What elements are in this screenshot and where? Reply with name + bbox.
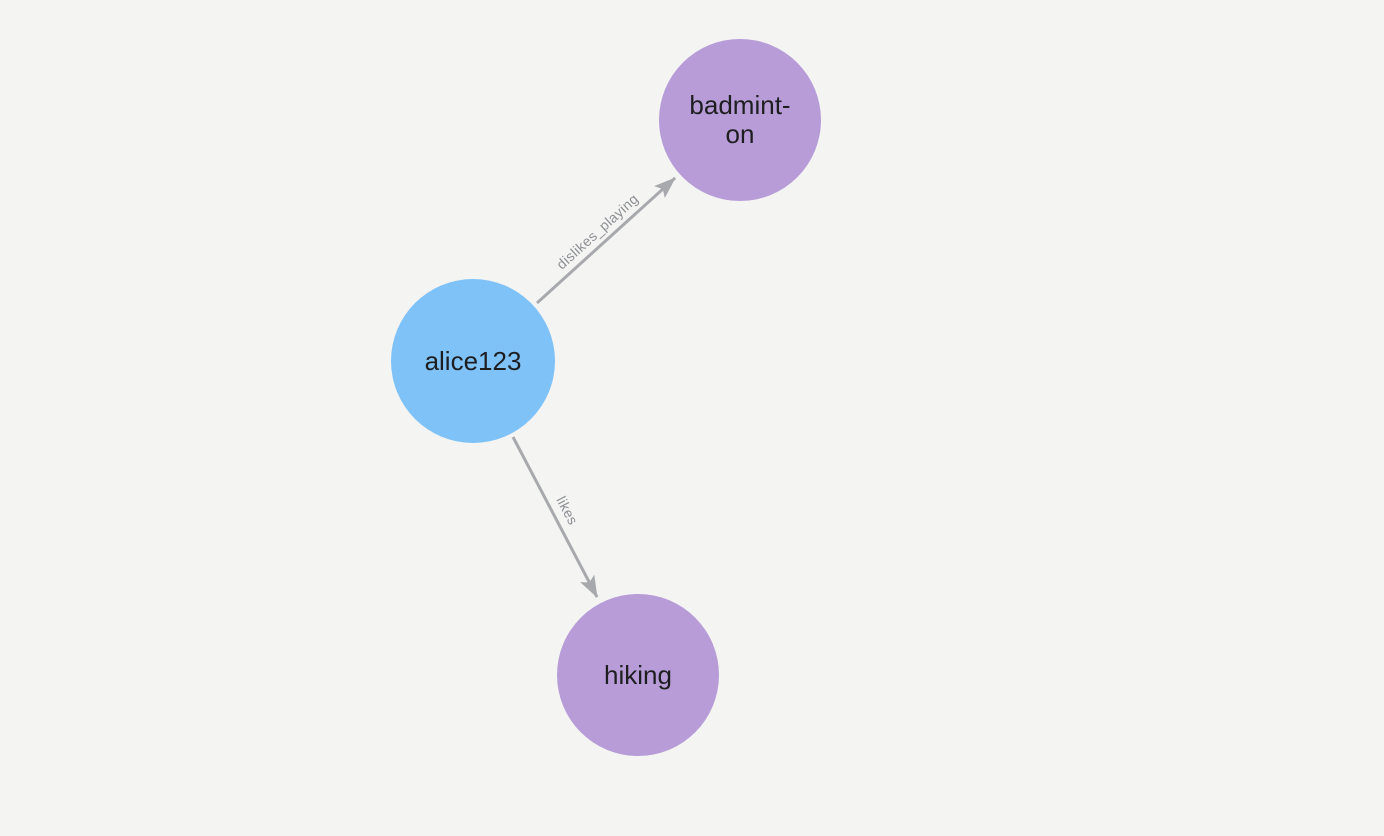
node-label-alice123: alice123 — [424, 345, 522, 376]
node-hiking[interactable]: hiking — [557, 594, 719, 756]
edge-line-likes[interactable] — [511, 436, 599, 598]
edge-likes: likes — [511, 436, 599, 598]
edge-label-dislikes-playing[interactable]: dislikes_playing — [553, 190, 641, 272]
edge-dislikes-playing: dislikes_playing — [535, 176, 677, 305]
node-label-hiking: hiking — [604, 659, 672, 690]
node-label-badminton: badmint- on — [689, 90, 791, 149]
edge-line-dislikes-playing[interactable] — [535, 176, 677, 305]
node-alice123[interactable]: alice123 — [391, 279, 555, 443]
node-badminton[interactable]: badmint- on — [659, 39, 821, 201]
